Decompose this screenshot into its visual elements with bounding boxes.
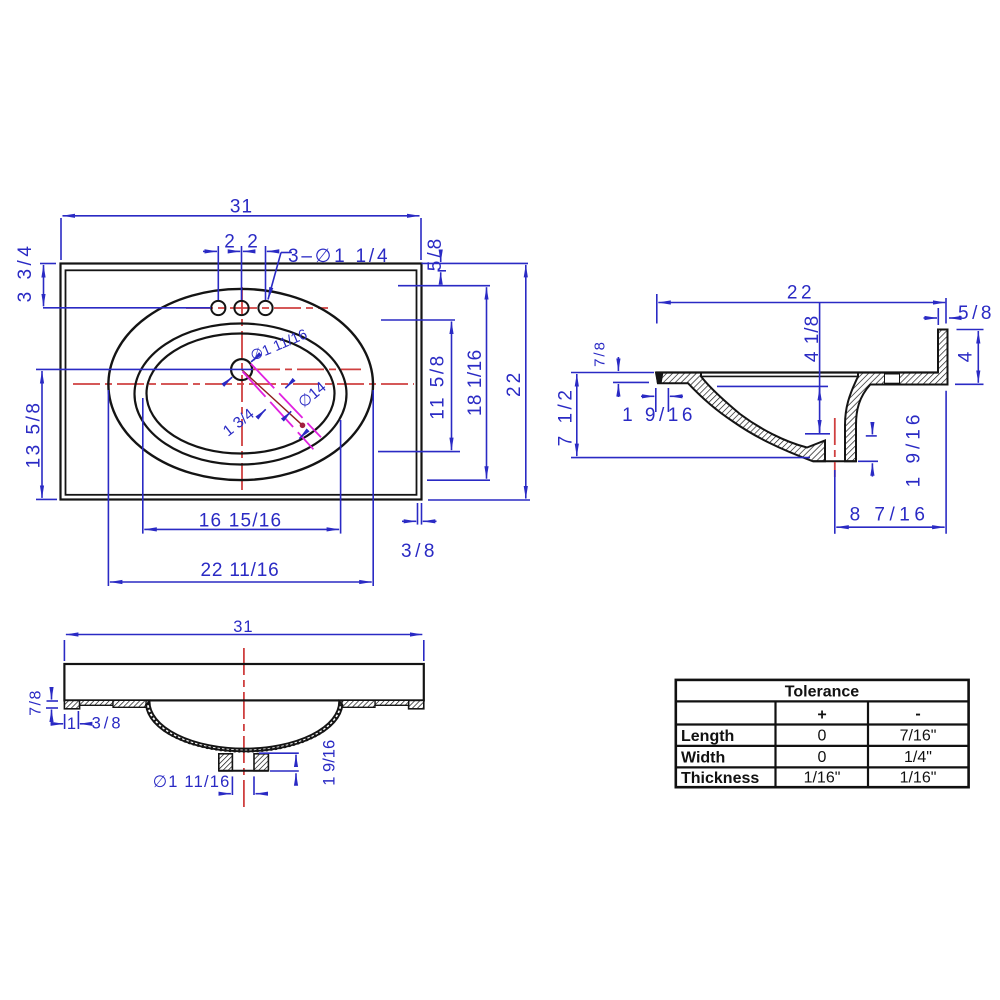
svg-text:4 1/8: 4 1/8 <box>802 315 823 362</box>
svg-text:∅1 11/16: ∅1 11/16 <box>153 773 231 791</box>
svg-text:1 9/16: 1 9/16 <box>321 740 339 786</box>
svg-text:31: 31 <box>233 618 253 636</box>
svg-text:5/8: 5/8 <box>958 303 995 324</box>
svg-text:3/8: 3/8 <box>92 715 124 733</box>
svg-text:1: 1 <box>67 715 76 733</box>
svg-text:4: 4 <box>956 351 977 362</box>
svg-text:1/16": 1/16" <box>900 770 937 787</box>
svg-text:7/16": 7/16" <box>900 727 937 744</box>
svg-text:3 3/4: 3 3/4 <box>15 243 36 303</box>
svg-text:Thickness: Thickness <box>681 770 759 787</box>
svg-text:2: 2 <box>247 232 258 253</box>
svg-text:0: 0 <box>818 727 827 744</box>
svg-text:22 11/16: 22 11/16 <box>201 560 280 581</box>
svg-text:13 5/8: 13 5/8 <box>24 401 45 469</box>
svg-text:-: - <box>915 706 920 723</box>
svg-text:7/8: 7/8 <box>592 340 609 367</box>
svg-text:+: + <box>817 707 826 724</box>
svg-text:1/4": 1/4" <box>904 749 932 766</box>
svg-text:Width: Width <box>681 749 725 766</box>
svg-text:1 9/16: 1 9/16 <box>622 405 696 426</box>
svg-text:2: 2 <box>224 232 235 253</box>
svg-text:22: 22 <box>787 283 815 304</box>
svg-text:0: 0 <box>818 749 827 766</box>
svg-text:5/8: 5/8 <box>425 236 446 271</box>
svg-text:7/8: 7/8 <box>28 689 45 716</box>
svg-text:22: 22 <box>504 370 525 397</box>
svg-text:Length: Length <box>681 728 734 745</box>
svg-text:1/16": 1/16" <box>804 770 841 787</box>
svg-text:31: 31 <box>230 197 253 218</box>
svg-text:7 1/2: 7 1/2 <box>556 387 577 447</box>
svg-text:Tolerance: Tolerance <box>785 684 860 701</box>
svg-text:8 7/16: 8 7/16 <box>850 505 930 526</box>
svg-text:18 1/16: 18 1/16 <box>465 349 486 416</box>
svg-text:1 9/16: 1 9/16 <box>904 411 925 488</box>
svg-text:3–∅1 1/4: 3–∅1 1/4 <box>288 246 390 267</box>
svg-text:16 15/16: 16 15/16 <box>199 511 283 532</box>
svg-text:11 5/8: 11 5/8 <box>428 353 449 419</box>
svg-text:3/8: 3/8 <box>401 541 438 562</box>
